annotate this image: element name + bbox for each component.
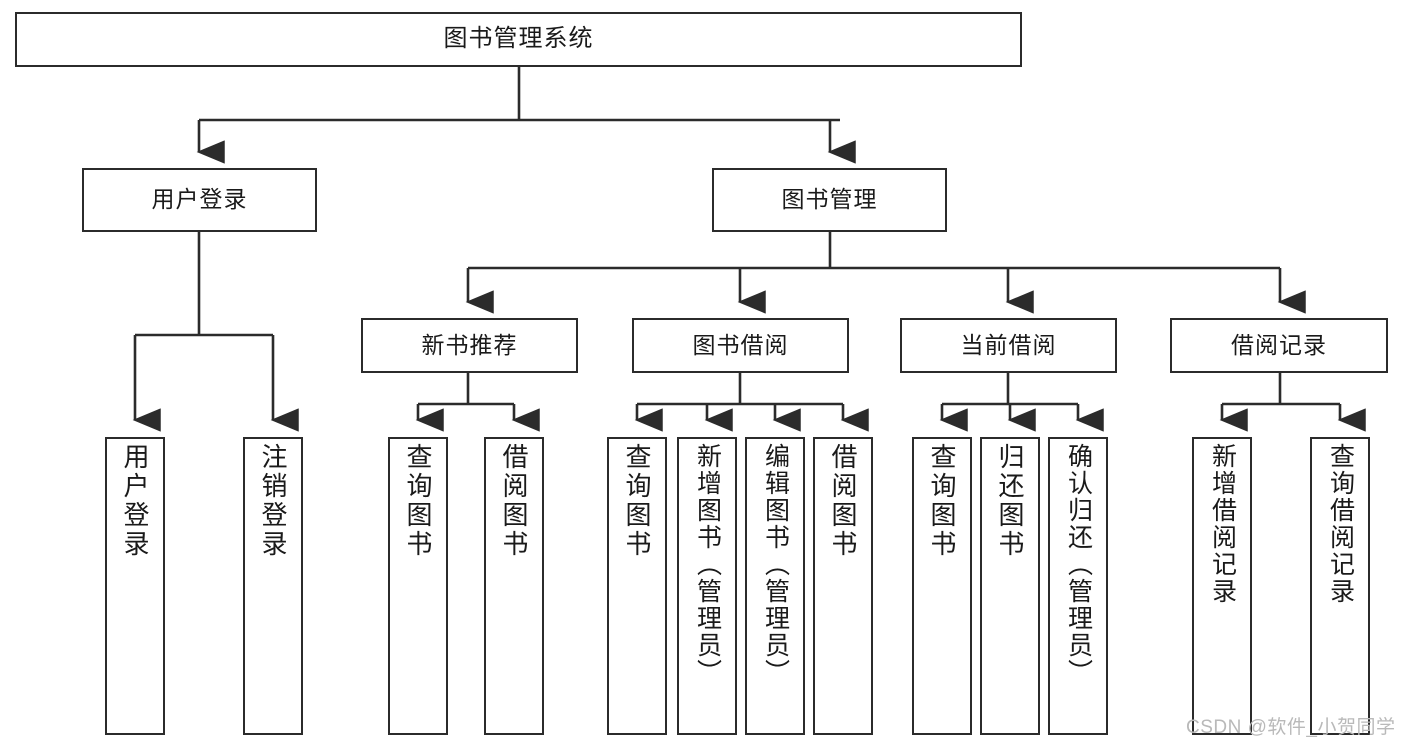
node-label: 借阅记录 (1231, 331, 1327, 358)
node-label: 用户登录 (151, 186, 248, 213)
node-book-management[interactable]: 图书管理 (712, 168, 947, 232)
node-label: 归还图书 (995, 443, 1025, 559)
leaf-query-book-current[interactable]: 查询图书 (912, 437, 972, 735)
node-new-book-recommend[interactable]: 新书推荐 (361, 318, 578, 373)
leaf-confirm-return-admin[interactable]: 确认归还（管理员） (1048, 437, 1108, 735)
node-borrow-record[interactable]: 借阅记录 (1170, 318, 1388, 373)
node-label: 新增借阅记录 (1208, 443, 1237, 605)
node-label: 当前借阅 (960, 331, 1057, 358)
leaf-borrow-book[interactable]: 借阅图书 (813, 437, 873, 735)
node-label: 图书借阅 (692, 331, 789, 358)
watermark: CSDN @软件_小贺同学 (1186, 717, 1396, 738)
leaf-user-login[interactable]: 用户登录 (105, 437, 165, 735)
node-root-system[interactable]: 图书管理系统 (15, 12, 1022, 67)
node-label: 借阅图书 (499, 443, 529, 559)
node-label: 查询图书 (622, 443, 652, 559)
node-label: 编辑图书（管理员） (761, 443, 790, 686)
leaf-query-borrow-record[interactable]: 查询借阅记录 (1310, 437, 1370, 735)
node-label: 确认归还（管理员） (1064, 443, 1093, 686)
node-label: 新书推荐 (421, 331, 518, 358)
node-current-borrow[interactable]: 当前借阅 (900, 318, 1117, 373)
leaf-query-book-recommend[interactable]: 查询图书 (388, 437, 448, 735)
node-label: 注销登录 (258, 443, 288, 559)
node-label: 查询借阅记录 (1326, 443, 1355, 605)
leaf-add-book-admin[interactable]: 新增图书（管理员） (677, 437, 737, 735)
leaf-add-borrow-record[interactable]: 新增借阅记录 (1192, 437, 1252, 735)
node-label: 用户登录 (120, 443, 150, 559)
node-label: 图书管理系统 (443, 25, 594, 53)
leaf-return-book[interactable]: 归还图书 (980, 437, 1040, 735)
leaf-borrow-book-recommend[interactable]: 借阅图书 (484, 437, 544, 735)
node-user-login[interactable]: 用户登录 (82, 168, 317, 232)
node-label: 图书管理 (781, 186, 878, 213)
node-label: 查询图书 (927, 443, 957, 559)
node-book-borrow[interactable]: 图书借阅 (632, 318, 849, 373)
leaf-edit-book-admin[interactable]: 编辑图书（管理员） (745, 437, 805, 735)
node-label: 查询图书 (403, 443, 433, 559)
node-label: 新增图书（管理员） (693, 443, 722, 686)
leaf-logout[interactable]: 注销登录 (243, 437, 303, 735)
node-label: 借阅图书 (828, 443, 858, 559)
leaf-query-book-borrow[interactable]: 查询图书 (607, 437, 667, 735)
